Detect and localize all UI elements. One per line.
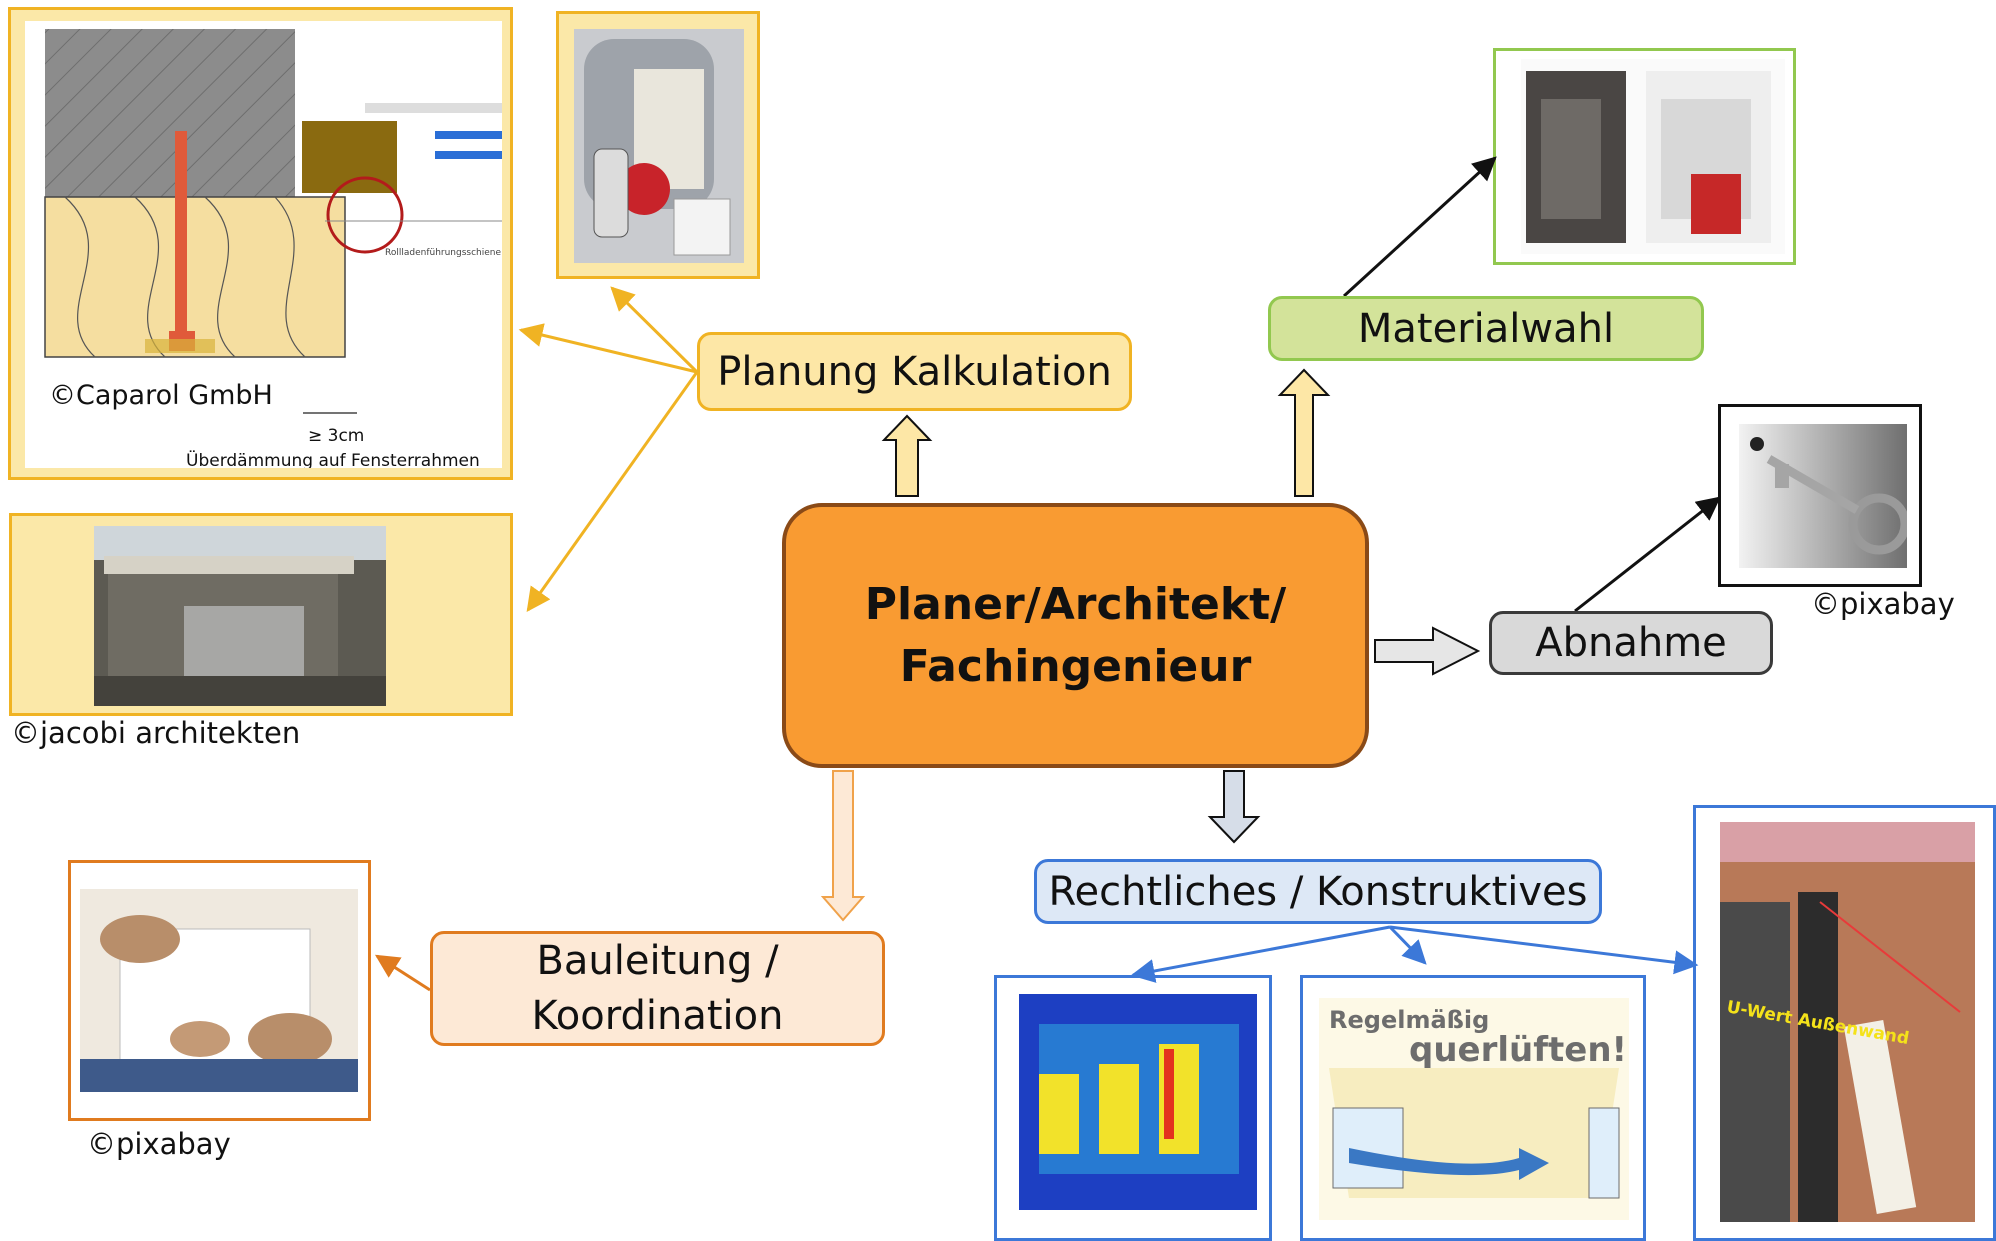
legal-to-ventilation-arrow	[1388, 925, 1427, 965]
ventilation-illustration: Regelmäßig querlüften!	[1319, 998, 1629, 1220]
rail-label: Rollladenführungsschiene	[385, 248, 501, 258]
dimension-label: ≥ 3cm	[308, 426, 364, 446]
thermography-frame	[994, 975, 1272, 1241]
ventilation-frame: Regelmäßig querlüften!	[1300, 975, 1646, 1241]
center-role-line2: Fachingenieur	[899, 640, 1252, 692]
key-photo	[1739, 424, 1907, 568]
uwert-photo: U-Wert Außenwand	[1720, 822, 1975, 1222]
abnahme-label: Abnahme	[1535, 620, 1727, 666]
bauleitung-to-photo-arrow	[374, 954, 431, 992]
bauleitung-label-line2: Koordination	[531, 992, 784, 1039]
planning-meeting-photo	[80, 889, 358, 1092]
planning-photo-frame	[68, 860, 371, 1121]
caparol-credit: ©Caparol GmbH	[49, 380, 273, 411]
material-to-window-arrow	[1342, 156, 1497, 298]
roller-shutter-photo	[574, 29, 744, 263]
ventilation-subheading: querlüften!	[1409, 1030, 1627, 1070]
ventilation-heading: Regelmäßig	[1329, 1006, 1489, 1034]
legal-to-thermo-arrow	[1130, 925, 1391, 983]
bauleitung-label-line1: Bauleitung /	[536, 937, 779, 984]
abnahme-box: Abnahme	[1489, 611, 1773, 675]
planung-to-drawing-arrow	[518, 323, 698, 374]
window-profiles-frame	[1493, 48, 1796, 265]
bauleitung-box: Bauleitung / Koordination	[430, 931, 885, 1046]
caparol-drawing: Rollladenführungsschiene ©Caparol GmbH ≥…	[25, 21, 502, 468]
planning-credit: ©pixabay	[87, 1127, 231, 1161]
block-arrow-up-planung	[881, 414, 933, 497]
jacobi-site-photo	[94, 526, 386, 706]
block-arrow-up-material	[1277, 368, 1331, 497]
rechtliches-label: Rechtliches / Konstruktives	[1048, 868, 1588, 915]
key-credit: ©pixabay	[1811, 587, 1955, 621]
uwert-frame: U-Wert Außenwand	[1693, 805, 1996, 1241]
rechtliches-box: Rechtliches / Konstruktives	[1034, 859, 1602, 924]
block-arrow-down-legal	[1207, 770, 1261, 844]
materialwahl-box: Materialwahl	[1268, 296, 1704, 361]
jacobi-credit: ©jacobi architekten	[11, 716, 301, 750]
window-profiles-photo	[1521, 59, 1785, 254]
roller-shutter-frame	[556, 11, 760, 279]
abnahme-to-key-arrow	[1574, 496, 1721, 613]
thermography-photo	[1019, 994, 1257, 1210]
center-role-line1: Planer/Architekt/	[864, 578, 1287, 630]
block-arrow-right-abnahme	[1374, 626, 1481, 676]
block-arrow-down-bauleitung	[820, 770, 866, 922]
legal-to-uwert-arrow	[1389, 925, 1699, 975]
center-role-box: Planer/Architekt/ Fachingenieur	[782, 503, 1369, 768]
caparol-drawing-frame: Rollladenführungsschiene ©Caparol GmbH ≥…	[8, 7, 513, 480]
materialwahl-label: Materialwahl	[1357, 305, 1615, 352]
key-photo-frame	[1718, 404, 1922, 587]
planung-to-site-arrow	[526, 371, 699, 612]
planung-kalkulation-label: Planung Kalkulation	[717, 348, 1112, 395]
planung-kalkulation-box: Planung Kalkulation	[697, 332, 1132, 411]
overinsulation-note: Überdämmung auf Fensterrahmen	[186, 449, 480, 468]
planung-to-shutter-arrow	[610, 286, 699, 374]
jacobi-photo-frame	[9, 513, 513, 716]
